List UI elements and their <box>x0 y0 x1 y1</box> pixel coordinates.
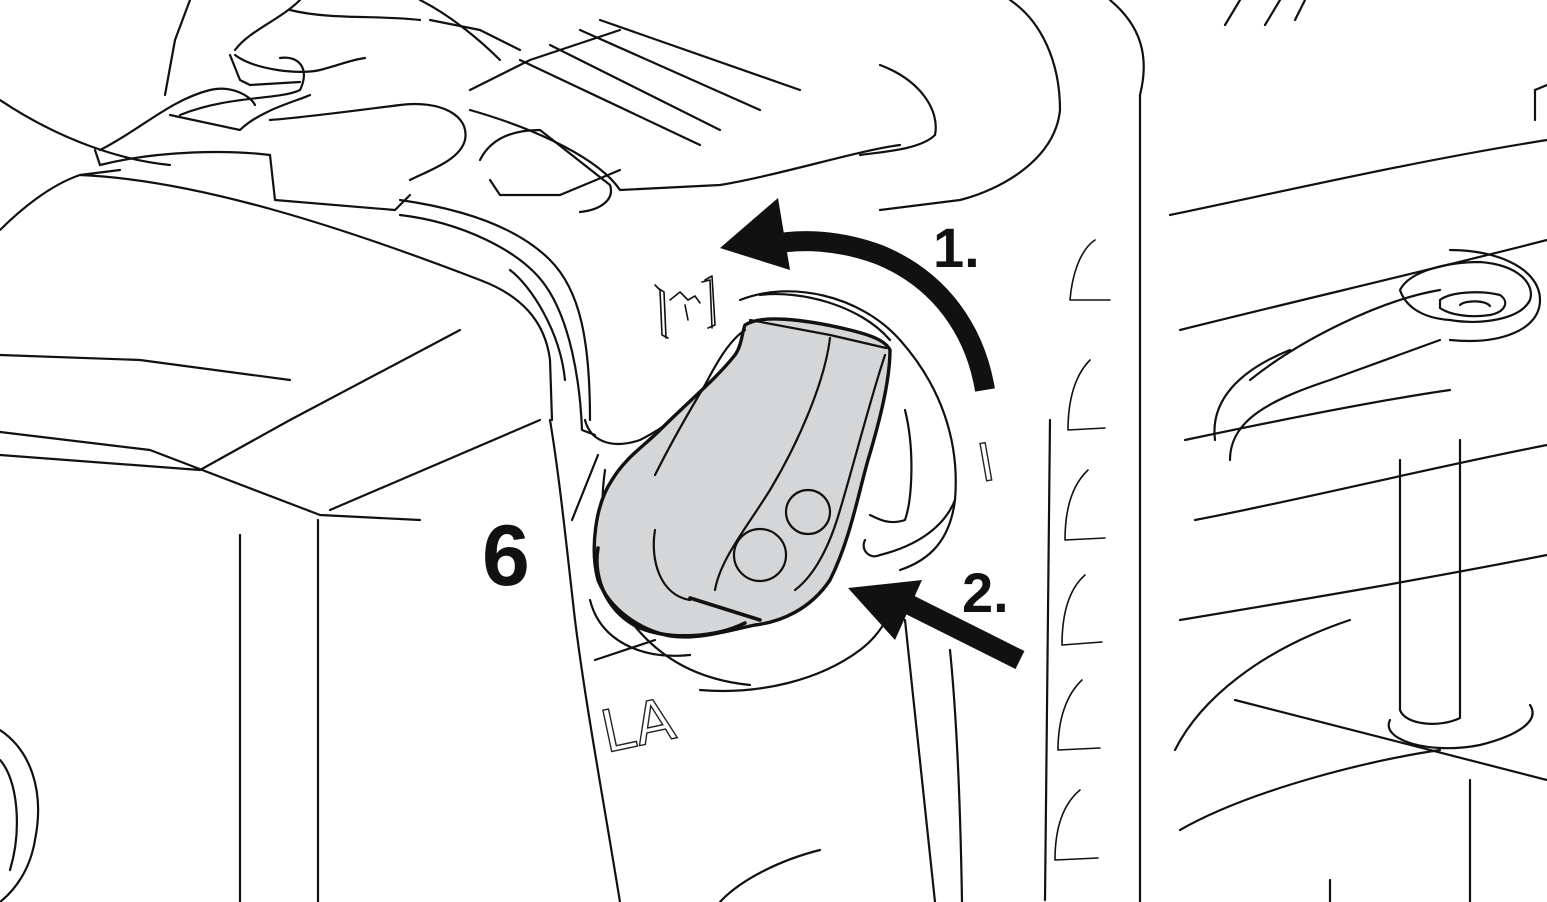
position-la-marking: LA <box>595 685 681 767</box>
upper-frame <box>398 0 1307 445</box>
step-1-label: 1. <box>933 216 980 279</box>
lever-dimple-lower <box>732 527 788 583</box>
lever-body <box>592 317 892 639</box>
step-2-label: 2. <box>962 561 1009 624</box>
right-housing <box>1138 83 1547 902</box>
choke-symbol-icon <box>654 275 716 339</box>
curved-arrow-icon <box>720 198 995 392</box>
straight-arrow-icon <box>848 580 1025 669</box>
lever-dimple-upper <box>784 488 832 536</box>
position-on-marking: I <box>973 433 999 495</box>
choke-lever <box>592 317 892 639</box>
engine-housing <box>0 0 622 902</box>
part-number-label: 6 <box>482 508 530 604</box>
cooling-ribs <box>1043 239 1111 902</box>
